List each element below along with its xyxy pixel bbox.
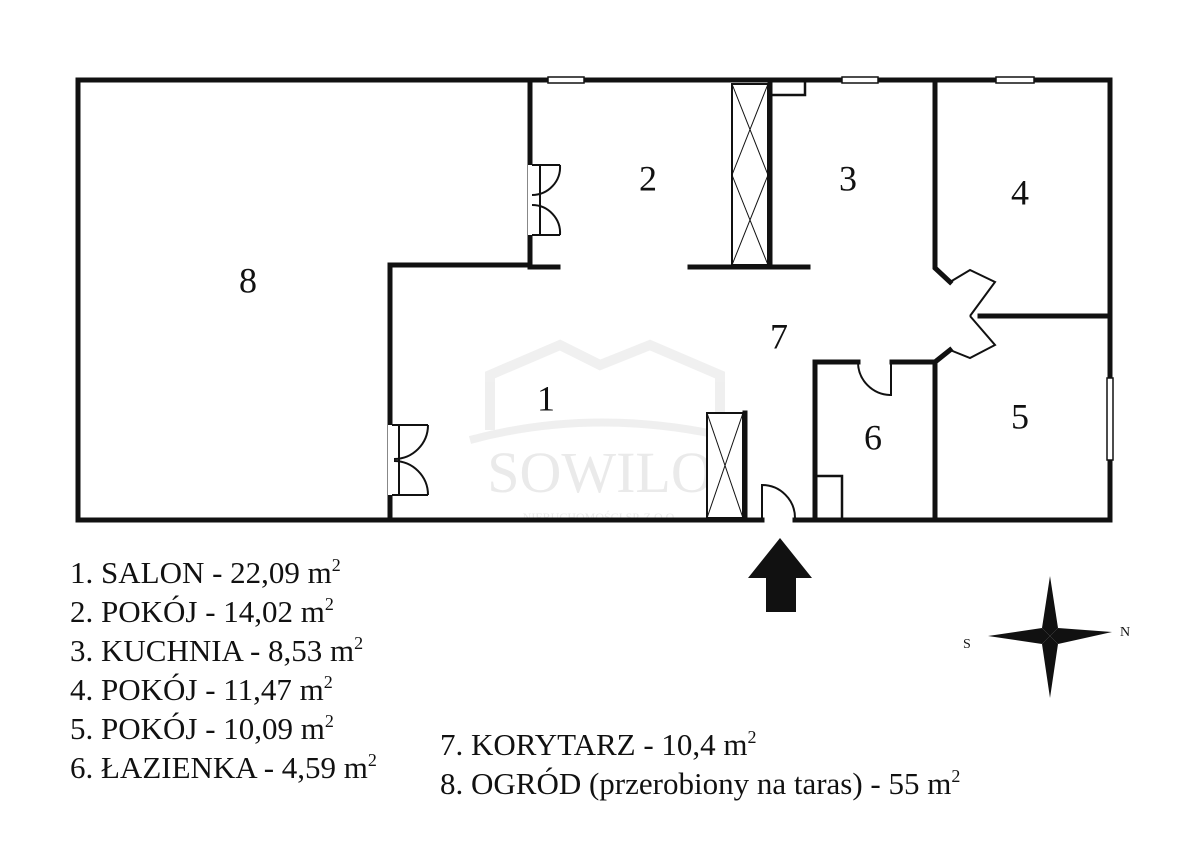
closet [706,412,744,519]
compass-west-label: S [963,637,971,652]
legend-item: 6. ŁAZIENKA - 4,59 m2 [70,750,377,785]
room-number: 7 [770,316,788,356]
room-number: 2 [639,158,657,198]
window [995,76,1035,84]
window [1106,377,1114,461]
room-number: 5 [1011,396,1029,436]
legend-item: 4. POKÓJ - 11,47 m2 [70,672,333,707]
room-number: 3 [839,158,857,198]
legend-item: 1. SALON - 22,09 m2 [70,555,341,590]
legend-right: 7. KORYTARZ - 10,4 m2 8. OGRÓD (przerobi… [440,725,960,803]
legend-left: 1. SALON - 22,09 m2 2. POKÓJ - 14,02 m2 … [70,553,377,787]
room-number: 8 [239,260,257,300]
compass-icon [988,576,1112,698]
legend-item: 5. POKÓJ - 10,09 m2 [70,711,334,746]
legend-item: 2. POKÓJ - 14,02 m2 [70,594,334,629]
watermark-brand: SOWILO [487,440,713,505]
interior-walls [527,77,1113,523]
windows [547,76,1114,461]
watermark: SOWILO NIERUCHOMOŚCI SP. Z O.O. [468,339,741,524]
room-number: 4 [1011,172,1029,212]
doors [388,164,997,520]
closet [731,83,769,266]
room-number: 1 [537,378,555,418]
legend-item: 8. OGRÓD (przerobiony na taras) - 55 m2 [440,766,961,801]
legend-item: 3. KUCHNIA - 8,53 m2 [70,633,364,668]
entrance-arrow-icon [748,538,812,612]
compass-east-label: N [1120,625,1130,640]
garden-outline [75,77,533,523]
legend-item: 7. KORYTARZ - 10,4 m2 [440,727,757,762]
window [547,76,585,84]
room-number: 6 [864,417,882,457]
window [841,76,879,84]
